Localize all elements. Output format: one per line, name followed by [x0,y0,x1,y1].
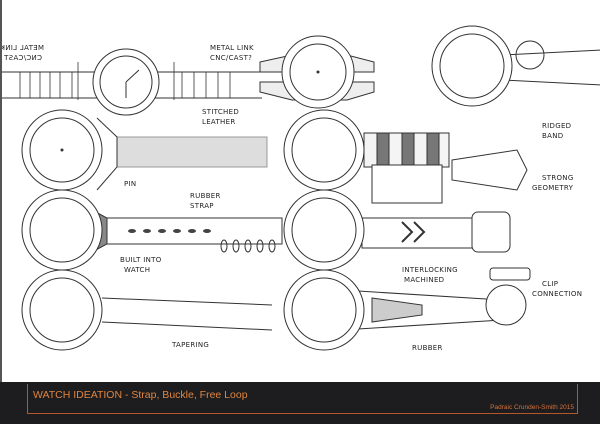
label-strap: STRAP [190,202,214,210]
sketch-stitched-leather-watch [21,109,268,191]
label-tapering: TAPERING [171,341,209,349]
sketch-clip-connection-watch [283,267,531,351]
sketch-ridged-band-watch [283,109,528,204]
label-leather: LEATHER [202,118,236,126]
label-geometry: GEOMETRY [532,184,574,192]
label-connection: CONNECTION [532,290,582,298]
label-watch: WATCH [124,266,150,274]
sketch-metal-link-watch [2,48,262,116]
sketch-tapering-watch [21,269,273,351]
sketch-sheet: METAL LINK CNC/CAST METAL LINK CNC/CAST?… [0,0,600,382]
label-stitched: STITCHED [202,108,239,116]
label-built-into: BUILT INTO [120,256,162,264]
label-machined: MACHINED [404,276,444,284]
label-ridged: RIDGED [542,122,571,130]
label-metal-link: METAL LINK [210,44,254,52]
label-rubber-bottom: RUBBER [412,344,443,352]
label-cnc-cast: CNC/CAST? [210,54,252,62]
label-band: BAND [542,132,563,140]
label-rubber: RUBBER [190,192,221,200]
sketch-side-lug-watch [431,25,600,107]
label-strong: STRONG [542,174,574,182]
label-clip: CLIP [542,280,558,288]
watch-sketches: METAL LINK CNC/CAST METAL LINK CNC/CAST?… [2,25,600,352]
label-metal-link-mirrored: METAL LINK [2,44,44,52]
sketch-rubber-strap-watch [21,189,283,271]
footer-banner: WATCH IDEATION - Strap, Buckle, Free Loo… [27,384,578,414]
sketch-interlocking-watch [283,189,511,271]
label-pin: PIN [124,180,136,188]
sketch-top-view-watch [259,35,375,109]
annotations: METAL LINK CNC/CAST METAL LINK CNC/CAST?… [2,44,582,352]
author-credit: Padraic Crunden-Smith 2015 [490,404,574,411]
label-interlocking: INTERLOCKING [402,266,458,274]
sheet-title: WATCH IDEATION - Strap, Buckle, Free Loo… [33,389,248,401]
label-cnc-cast-mirrored: CNC/CAST [3,54,42,62]
